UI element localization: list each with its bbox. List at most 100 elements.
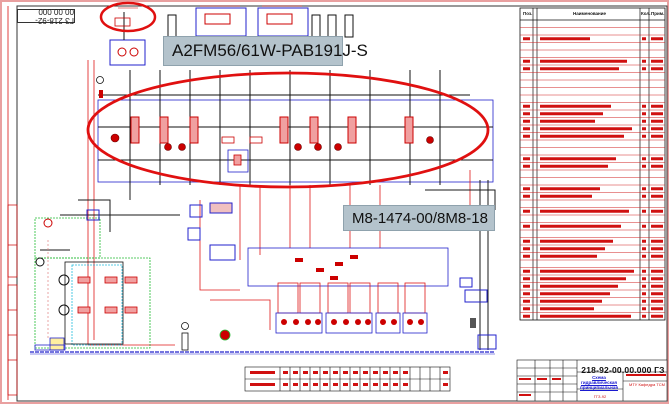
spec-row-entry <box>642 284 646 288</box>
spec-row-entry <box>523 104 530 108</box>
spec-row-entry <box>540 112 603 116</box>
sheet-code: ГГЗ-92 <box>593 394 607 399</box>
rotated-drawing-number: ГЗ 218-92-00.00.000 <box>17 7 75 25</box>
spec-row-entry <box>651 239 663 243</box>
spec-row-entry <box>540 254 597 258</box>
spec-row-entry <box>642 277 646 281</box>
right-valves <box>459 277 497 350</box>
spec-row-entry <box>651 292 663 296</box>
spec-row-entry <box>523 194 530 198</box>
spec-row-entry <box>523 157 530 161</box>
spec-row-entry <box>540 187 600 191</box>
connection-table-marks <box>250 371 448 386</box>
spec-row-entry <box>540 59 627 63</box>
spec-row-entry <box>651 157 663 161</box>
spec-row-entry <box>540 67 619 71</box>
spec-row-entry <box>540 164 608 168</box>
spec-row-entry <box>540 284 618 288</box>
spec-row-entry <box>523 299 530 303</box>
auxiliary-group <box>34 217 151 351</box>
spec-row-entry <box>651 307 663 311</box>
spec-row-entry <box>523 59 530 63</box>
spec-row-entry <box>651 209 663 213</box>
spec-row-entry <box>642 187 646 191</box>
spec-row-entry <box>642 239 646 243</box>
spec-row-entry <box>540 224 621 228</box>
spec-row-entry <box>540 127 632 131</box>
spec-row-entry <box>651 37 663 41</box>
spec-row-entry <box>642 104 646 108</box>
spec-row-entry <box>540 299 602 303</box>
main-distributor <box>96 70 494 185</box>
spec-row-entry <box>540 194 592 198</box>
spec-row-entry <box>642 307 646 311</box>
valve-model-callout: M8-1474-00/8M8-18 <box>343 205 495 231</box>
highlight-ellipse-main <box>86 71 490 189</box>
spec-row-entry <box>651 119 663 123</box>
spec-header-note: Прим. <box>651 11 665 16</box>
spec-row-entry <box>651 194 663 198</box>
spec-row-entry <box>651 254 663 258</box>
title-block <box>516 359 668 402</box>
spec-row-entry <box>642 119 646 123</box>
spec-table <box>519 7 666 321</box>
spec-row-entry <box>523 224 530 228</box>
spec-header-name: Наименование <box>573 11 607 16</box>
spec-row-entry <box>523 269 530 273</box>
spec-row-entry <box>651 59 663 63</box>
spec-row-entry <box>540 292 610 296</box>
spec-row-entry <box>651 187 663 191</box>
spec-row-entry <box>642 314 646 318</box>
spec-row-entry <box>523 37 530 41</box>
spec-row-entry <box>642 112 646 116</box>
spec-row-entry <box>540 247 605 251</box>
spec-row-entry <box>540 307 594 311</box>
spec-row-entry <box>523 239 530 243</box>
spec-row-entry <box>540 269 634 273</box>
spec-row-entry <box>651 67 663 71</box>
spec-row-entry <box>651 224 663 228</box>
spec-row-entry <box>523 314 530 318</box>
spec-header-qty: Кол. <box>641 11 651 16</box>
spec-row-entry <box>523 292 530 296</box>
spec-row-entry <box>651 277 663 281</box>
spec-row-entry <box>540 134 624 138</box>
spec-row-entry <box>523 284 530 288</box>
spec-row-entry <box>642 269 646 273</box>
spec-row-entry <box>540 277 626 281</box>
left-margin-stamps <box>7 204 18 396</box>
spec-row-entry <box>540 104 611 108</box>
spec-row-entry <box>642 224 646 228</box>
spec-row-entry <box>642 134 646 138</box>
pump-model-callout: A2FM56/61W-PAB191J-S <box>163 36 368 66</box>
spec-row-entry <box>523 67 530 71</box>
organization: МТУ Кафедра ТСМ <box>629 382 665 387</box>
spec-row-entry <box>523 127 530 131</box>
mid-left-valves <box>86 202 236 351</box>
sheet-frame <box>16 5 668 402</box>
spec-row-entry <box>642 164 646 168</box>
spec-row-entry <box>540 314 631 318</box>
spec-row-entry <box>642 67 646 71</box>
spec-row-entry <box>642 209 646 213</box>
spec-row-entry <box>523 247 530 251</box>
spec-row-entry <box>651 269 663 273</box>
spec-row-entry <box>651 127 663 131</box>
spec-row-entry <box>642 292 646 296</box>
spec-row-entry <box>642 194 646 198</box>
spec-header-pos: Поз. <box>523 11 533 16</box>
spec-row-entry <box>523 307 530 311</box>
spec-row-entry <box>642 247 646 251</box>
spec-row-entry <box>642 127 646 131</box>
spec-row-entry <box>523 164 530 168</box>
spec-row-entry <box>523 119 530 123</box>
spec-row-entry <box>540 119 595 123</box>
connection-table <box>244 366 451 392</box>
highlight-ellipse-top <box>99 1 157 33</box>
document-code: 218-92-00.00.000 ГЗ <box>581 365 665 375</box>
spec-row-entry <box>523 277 530 281</box>
spec-row-entry <box>523 112 530 116</box>
spec-row-entry <box>642 157 646 161</box>
spec-row-entry <box>642 299 646 303</box>
spec-row-entry <box>651 134 663 138</box>
